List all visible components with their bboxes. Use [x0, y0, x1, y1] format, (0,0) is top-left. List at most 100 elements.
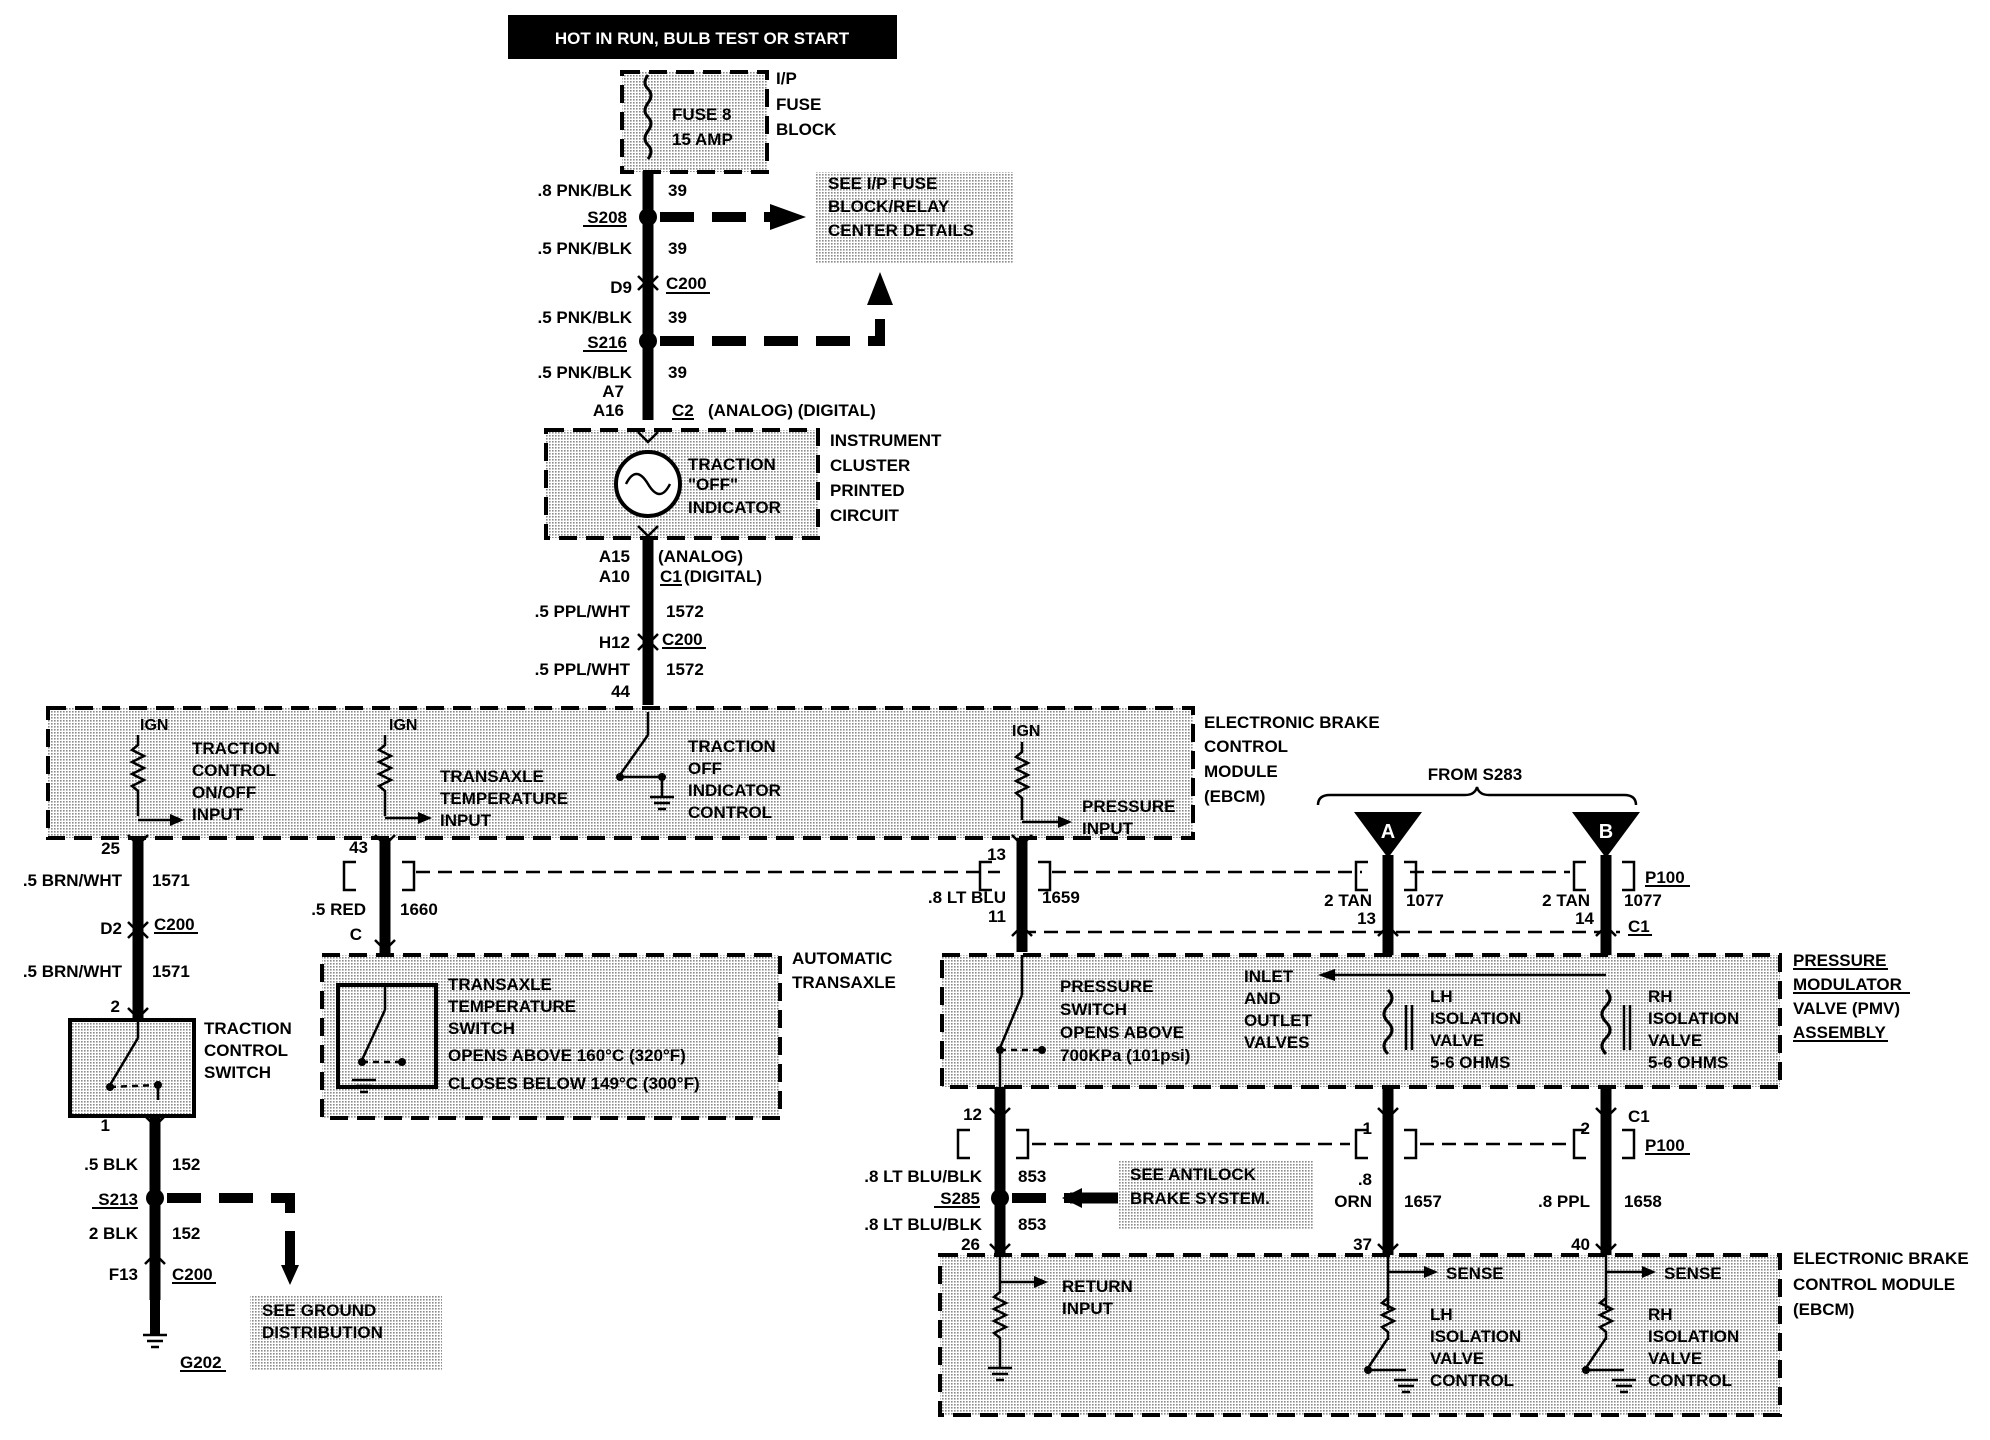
indicator-label-2: "OFF" [688, 475, 738, 494]
wire-gauge-ppl: .8 PPL [1538, 1192, 1590, 1211]
wire-gauge-4: .5 PNK/BLK [538, 363, 633, 382]
ebcm-top-module: IGN IGN IGN TRACTION CONTROL ON/OFF INPU… [46, 706, 1195, 840]
connector-c200-d: C200 [172, 1265, 213, 1284]
iv-label-4: VALVES [1244, 1033, 1310, 1052]
ebcm-name-4: (EBCM) [1204, 787, 1265, 806]
pin-43: 43 [349, 838, 368, 857]
wire-number-11: 853 [1018, 1167, 1046, 1186]
arrow-up-icon [867, 272, 893, 305]
pin-2: 2 [111, 997, 120, 1016]
rh-valve-4: 5-6 OHMS [1648, 1053, 1728, 1072]
to-control-3: INDICATOR [688, 781, 781, 800]
pmv-name-4: ASSEMBLY [1793, 1023, 1887, 1042]
connector-c200-c: C200 [154, 915, 195, 934]
cluster-name-4: CIRCUIT [830, 506, 900, 525]
abs-note-2: BRAKE SYSTEM. [1130, 1189, 1270, 1208]
pressure-circuit-labels: 13 .8 LT BLU 1659 11 [928, 845, 1080, 926]
connector-a-icon [1354, 812, 1422, 858]
pin-26: 26 [961, 1235, 980, 1254]
wire-number-1: 39 [668, 181, 687, 200]
ebcm-name-1: ELECTRONIC BRAKE [1204, 713, 1380, 732]
pressure-input-1: PRESSURE [1082, 797, 1176, 816]
wire-gauge-5: .5 PPL/WHT [535, 602, 631, 621]
connector-c1-a: C1 [1628, 917, 1650, 936]
tc-input-4: INPUT [192, 805, 244, 824]
splice-s216 [639, 332, 657, 350]
tc-switch-name-3: SWITCH [204, 1063, 271, 1082]
wire-number-12: 853 [1018, 1215, 1046, 1234]
ground-icon [1612, 1378, 1636, 1394]
lh-valve-3: VALVE [1430, 1031, 1484, 1050]
coil-icon [1382, 988, 1394, 1056]
tt-input-1: TRANSAXLE [440, 767, 544, 786]
ign-label-1: IGN [140, 717, 168, 734]
pmv-name-3: VALVE (PMV) [1793, 999, 1900, 1018]
wire-number-9: 152 [172, 1155, 200, 1174]
abs-note-1: SEE ANTILOCK [1130, 1165, 1257, 1184]
instrument-cluster: TRACTION "OFF" INDICATOR INSTRUMENT CLUS… [544, 428, 942, 540]
pin-44: 44 [611, 682, 630, 701]
connector-c200-icon [637, 275, 659, 291]
automatic-transaxle: TRANSAXLE TEMPERATURE SWITCH OPENS ABOVE… [320, 949, 896, 1120]
wire-number-5: 1572 [666, 602, 704, 621]
wire-number-10: 152 [172, 1224, 200, 1243]
coil-icon [1600, 988, 1612, 1056]
wire-gauge-orn-b: ORN [1334, 1192, 1372, 1211]
ps-label-1: PRESSURE [1060, 977, 1154, 996]
pin-a10: A10 [599, 567, 630, 586]
lh-valve-4: 5-6 OHMS [1430, 1053, 1510, 1072]
wire-number-2: 39 [668, 239, 687, 258]
transaxle-name-2: TRANSAXLE [792, 973, 896, 992]
transaxle-labels: 43 .5 RED 1660 C [311, 838, 438, 944]
lh-control-2: ISOLATION [1430, 1327, 1521, 1346]
pin-h12: H12 [599, 633, 630, 652]
connector-c2-note: (ANALOG) (DIGITAL) [708, 401, 876, 420]
temp-switch-name-2: TEMPERATURE [448, 997, 576, 1016]
power-source-header: HOT IN RUN, BULB TEST OR START [508, 15, 897, 59]
note-line-1: SEE I/P FUSE [828, 174, 937, 193]
pressure-modulator-valve: PRESSURE SWITCH OPENS ABOVE 700KPa (101p… [940, 953, 1782, 1089]
pin-1b: 1 [1363, 1119, 1372, 1138]
pmv-name-1: PRESSURE [1793, 951, 1887, 970]
ebcm-bottom-name-1: ELECTRONIC BRAKE [1793, 1249, 1969, 1268]
to-control-4: CONTROL [688, 803, 772, 822]
lh-control-3: VALVE [1430, 1349, 1484, 1368]
from-s283: FROM S283 A B [1316, 765, 1640, 858]
tc-input-2: CONTROL [192, 761, 276, 780]
ground-g202: G202 [180, 1353, 222, 1372]
lh-valve-1: LH [1430, 987, 1453, 1006]
cluster-name-2: CLUSTER [830, 456, 910, 475]
pin-40: 40 [1571, 1235, 1590, 1254]
temp-switch-name-1: TRANSAXLE [448, 975, 552, 994]
splice-s213 [146, 1189, 164, 1207]
resistor-icon [1013, 742, 1031, 820]
wire-number-1658: 1658 [1624, 1192, 1662, 1211]
cluster-name-1: INSTRUMENT [830, 431, 942, 450]
temp-switch-closes: CLOSES BELOW 149°C (300°F) [448, 1074, 700, 1093]
dashed-wire-s216 [660, 305, 885, 346]
wire-gauge-red: .5 RED [311, 900, 366, 919]
switch-icon [998, 994, 1024, 1049]
connector-a-label: A [1381, 821, 1395, 843]
resistor-icon [991, 1282, 1009, 1368]
ebcm-name-2: CONTROL [1204, 737, 1288, 756]
connector-b-label: B [1599, 821, 1613, 843]
ground-distribution-note: SEE GROUND DISTRIBUTION [250, 1296, 442, 1370]
pin-37: 37 [1353, 1235, 1372, 1254]
pin-a15: A15 [599, 547, 630, 566]
tt-input-2: TEMPERATURE [440, 789, 568, 808]
connector-p100-a: P100 [1645, 868, 1685, 887]
ign-label-2: IGN [389, 717, 417, 734]
pin-d9: D9 [610, 278, 632, 297]
cluster-name-3: PRINTED [830, 481, 905, 500]
return-input-1: RETURN [1062, 1277, 1133, 1296]
pin-13b: 13 [1357, 909, 1376, 928]
wire-number-1660: 1660 [400, 900, 438, 919]
ground-icon [988, 1366, 1012, 1382]
ebcm-bottom-name-3: (EBCM) [1793, 1300, 1854, 1319]
indicator-label-1: TRACTION [688, 455, 776, 474]
rh-control-1: RH [1648, 1305, 1673, 1324]
ps-label-2: SWITCH [1060, 1000, 1127, 1019]
switch-icon [618, 734, 650, 776]
splice-label-s216: S216 [587, 333, 627, 352]
